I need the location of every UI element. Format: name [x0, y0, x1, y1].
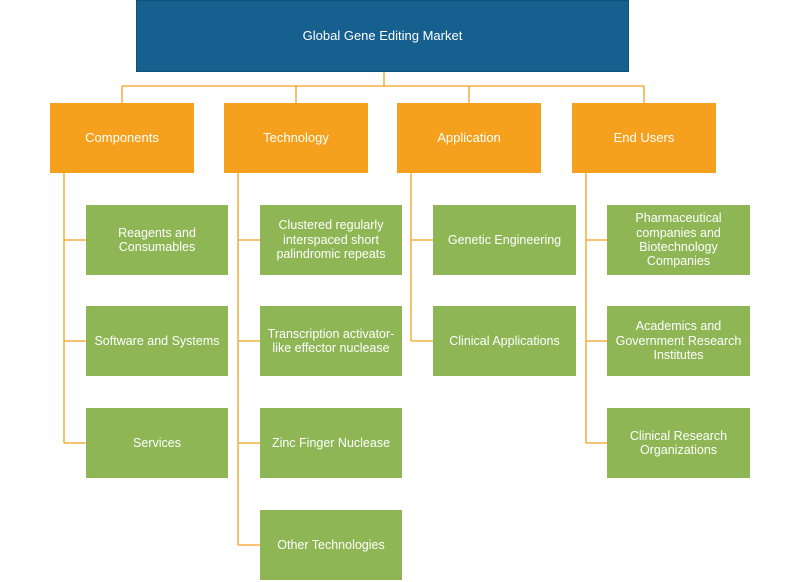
category-label: Technology: [263, 129, 329, 145]
leaf-software-systems: Software and Systems: [86, 306, 228, 376]
leaf-label: Genetic Engineering: [447, 232, 562, 247]
leaf-zinc-finger-nuclease: Zinc Finger Nuclease: [260, 408, 402, 478]
leaf-label: Academics and Government Research Instit…: [615, 319, 742, 363]
category-label: Components: [85, 129, 159, 145]
leaf-crispr: Clustered regularly interspaced short pa…: [260, 205, 402, 275]
leaf-label: Clustered regularly interspaced short pa…: [276, 218, 386, 262]
category-end-users: End Users: [572, 103, 716, 173]
leaf-label: Transcription activator-like effector nu…: [267, 326, 395, 355]
leaf-other-technologies: Other Technologies: [260, 510, 402, 580]
leaf-label: Clinical Research Organizations: [629, 428, 728, 457]
leaf-label: Software and Systems: [94, 333, 220, 348]
root-title: Global Gene Editing Market: [302, 27, 463, 43]
category-label: End Users: [613, 129, 675, 145]
leaf-label: Clinical Applications: [449, 333, 560, 348]
leaf-clinical-applications: Clinical Applications: [433, 306, 576, 376]
category-label: Application: [437, 129, 501, 145]
category-application: Application: [397, 103, 541, 173]
leaf-label: Zinc Finger Nuclease: [271, 435, 391, 450]
category-components: Components: [50, 103, 194, 173]
leaf-genetic-engineering: Genetic Engineering: [433, 205, 576, 275]
leaf-academics-government: Academics and Government Research Instit…: [607, 306, 750, 376]
leaf-pharma-biotech: Pharmaceutical companies and Biotechnolo…: [607, 205, 750, 275]
leaf-label: Services: [133, 435, 181, 450]
leaf-talen: Transcription activator-like effector nu…: [260, 306, 402, 376]
leaf-reagents-consumables: Reagents and Consumables: [86, 205, 228, 275]
category-technology: Technology: [224, 103, 368, 173]
leaf-label: Reagents and Consumables: [118, 225, 196, 254]
root-node: Global Gene Editing Market: [136, 0, 629, 72]
leaf-label: Other Technologies: [277, 537, 385, 552]
leaf-clinical-research-orgs: Clinical Research Organizations: [607, 408, 750, 478]
leaf-label: Pharmaceutical companies and Biotechnolo…: [635, 211, 722, 269]
leaf-services: Services: [86, 408, 228, 478]
